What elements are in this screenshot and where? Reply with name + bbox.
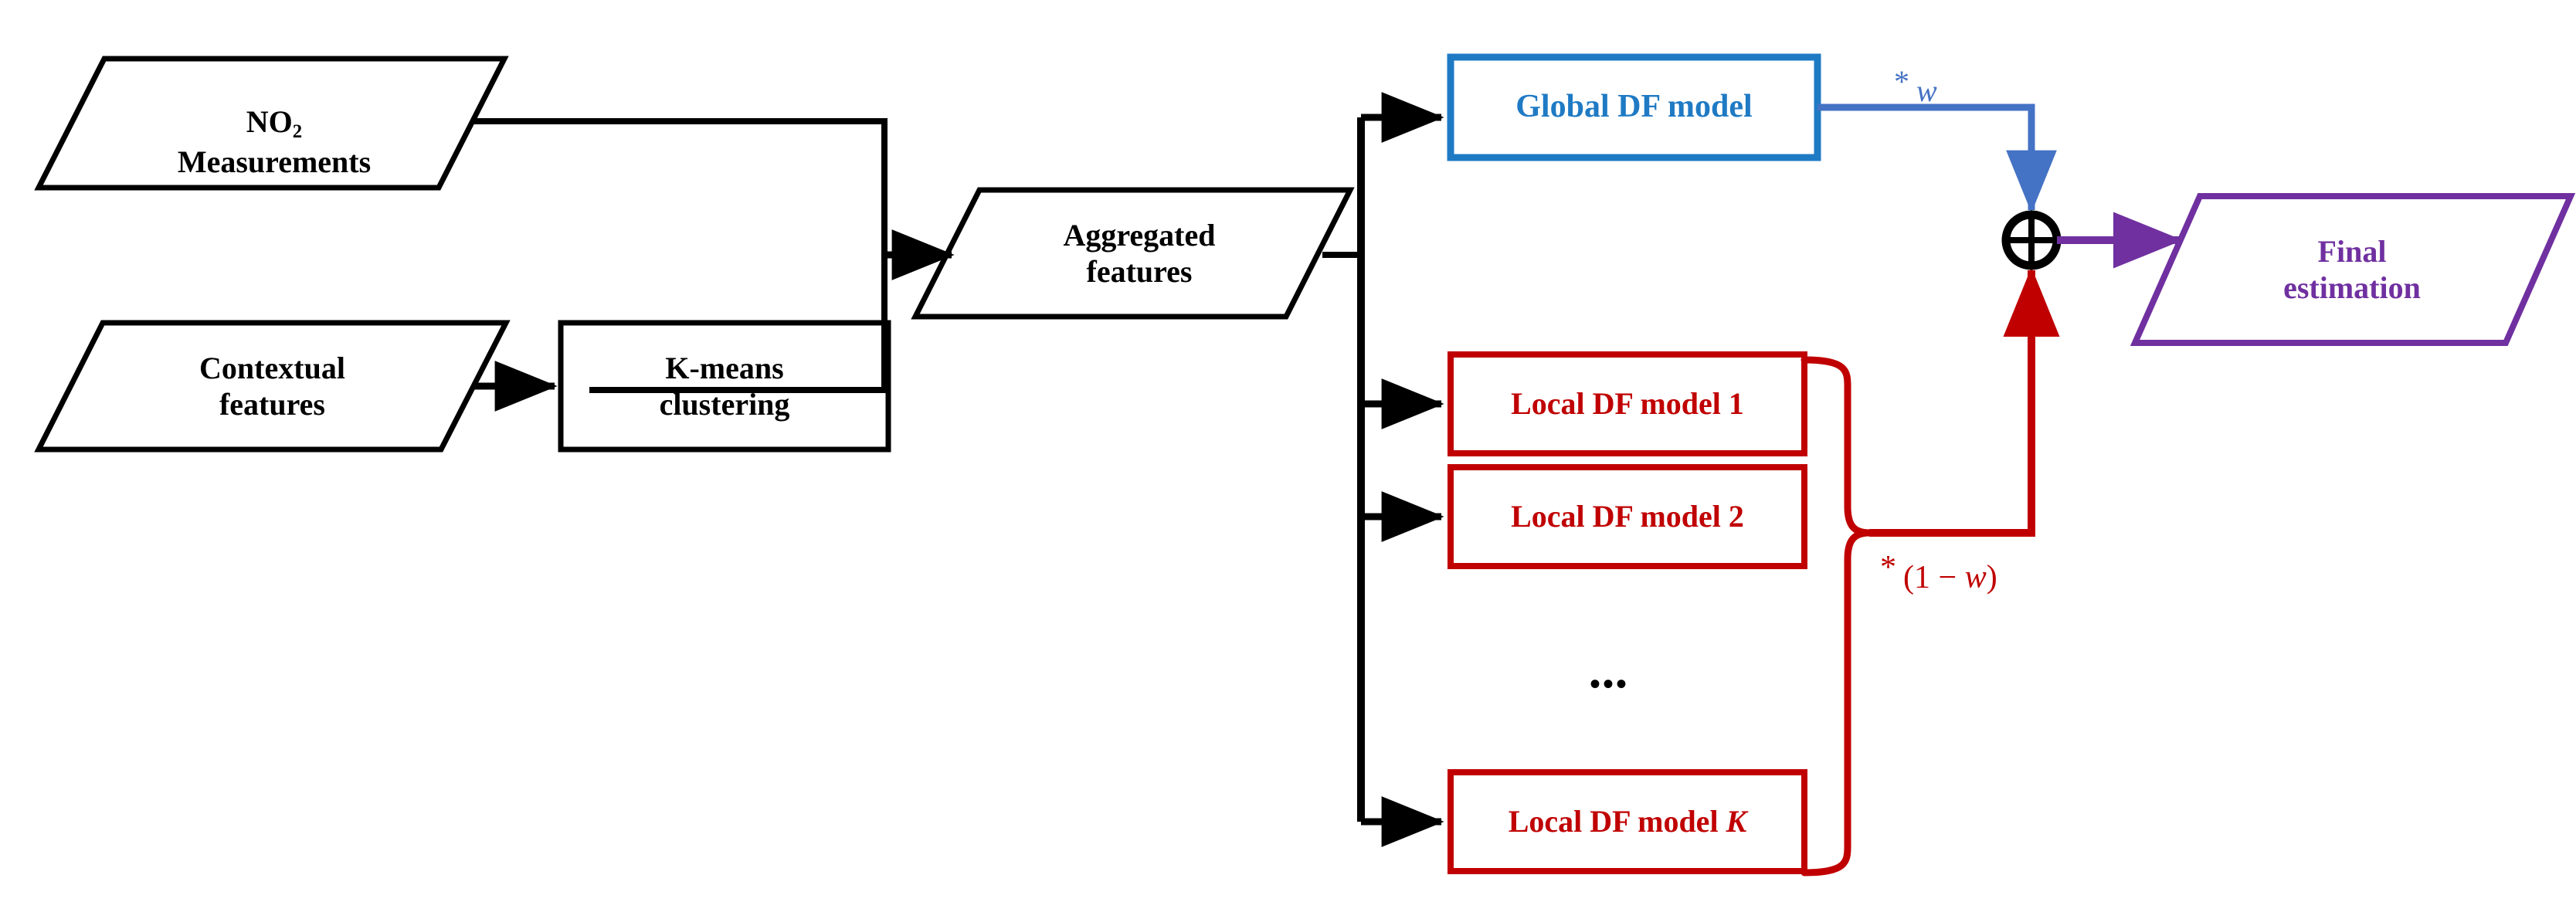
local-df-model-1-shape[interactable] [1448, 351, 1807, 456]
kmeans-clustering-shape[interactable] [558, 320, 891, 453]
local-df-model-2-shape[interactable] [1448, 464, 1807, 569]
aggregated-features-shape[interactable] [911, 187, 1355, 320]
ellipsis-label: ••• [1590, 666, 1630, 701]
local-df-model-k-shape[interactable] [1448, 769, 1807, 874]
global-weight-expression: w [1916, 73, 1937, 108]
global-df-model-shape[interactable] [1447, 53, 1821, 161]
local-weight-label: *(1 − w) [1880, 549, 1997, 596]
global-weight-asterisk: * [1894, 64, 1909, 99]
local-models-brace [1800, 356, 1870, 877]
edge-local-df-to-sum [1869, 267, 2060, 537]
contextual-features-shape[interactable] [34, 320, 511, 453]
local-weight-open: (1 − [1903, 559, 1965, 595]
local-weight-close: ) [1986, 559, 1997, 595]
local-weight-variable: w [1964, 559, 1987, 595]
no2-measurements-shape[interactable] [34, 56, 509, 191]
final-estimation-shape[interactable] [2130, 193, 2576, 346]
global-weight-label: *w [1894, 63, 1937, 109]
edge-global-df-to-sum [1817, 103, 2057, 213]
local-weight-asterisk: * [1880, 550, 1896, 585]
